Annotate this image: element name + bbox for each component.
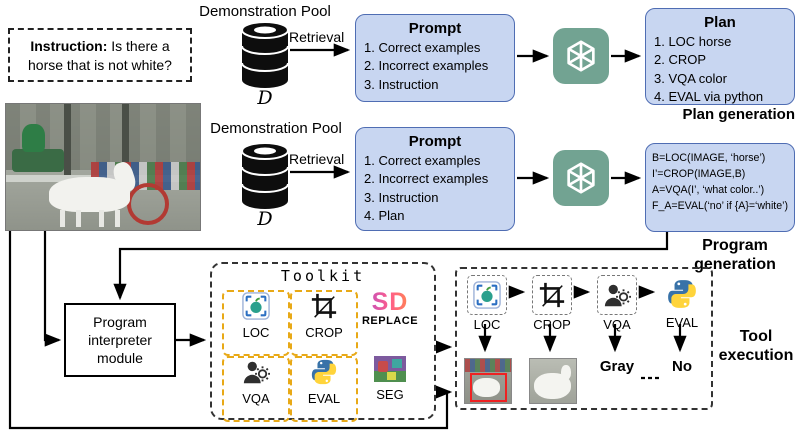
loc-icon (473, 281, 501, 309)
exec-step-eval: EVAL (659, 275, 705, 330)
instruction-text: Is there a horse that is not white? (28, 38, 172, 73)
toolkit-title: Toolkit (280, 267, 366, 285)
toolkit-tool-seg: SEG (358, 356, 422, 418)
program-line: I’=CROP(IMAGE,B) (652, 167, 746, 180)
toolkit-tool-eval: EVAL (290, 356, 358, 422)
toolkit-tool-vqa: VQA (222, 356, 290, 422)
program-line: F_A=EVAL(‘no’ if {A}=‘white’) (652, 199, 789, 212)
plan-item: 4. EVAL via python (654, 89, 764, 105)
prompt-title-1: Prompt (408, 20, 462, 37)
exec-step-crop: CROP (529, 275, 575, 332)
toolkit-tool-crop: CROP (290, 290, 358, 356)
program-line: B=LOC(IMAGE, ‘horse’) (652, 152, 766, 164)
eval-result-text: No (672, 358, 692, 375)
toolkit-label-replace: REPLACE (361, 315, 419, 327)
demo-pool-label-1: Demonstration Pool (199, 3, 331, 20)
loc-icon (242, 292, 270, 320)
exec-label-loc: LOC (473, 317, 501, 332)
openai-logo-icon (567, 40, 595, 72)
python-icon (311, 359, 337, 385)
crop-icon (539, 282, 565, 308)
plan-generation-caption: Plan generation (682, 106, 795, 123)
vqa-icon (604, 284, 631, 307)
openai-logo-icon (567, 162, 595, 194)
toolkit-label-seg: SEG (376, 387, 404, 402)
exec-step-loc: LOC (464, 275, 510, 332)
prompt-box-1: Prompt 1. Correct examples 2. Incorrect … (355, 14, 515, 102)
toolkit-label-eval: EVAL (307, 391, 341, 406)
toolkit-label-vqa: VQA (242, 391, 270, 406)
program-interpreter-module: Program interpreter module (64, 303, 176, 377)
crop-icon (311, 293, 337, 319)
exec-label-crop: CROP (533, 317, 571, 332)
demo-pool-label-2: Demonstration Pool (210, 120, 342, 137)
retrieval-label-1: Retrieval (289, 29, 345, 45)
crop-result-image (529, 358, 577, 404)
program-box: B=LOC(IMAGE, ‘horse’) I’=CROP(IMAGE,B) A… (645, 143, 795, 232)
exec-step-vqa: VQA (594, 275, 640, 332)
instruction-box: Instruction: Is there a horse that is no… (8, 28, 192, 82)
plan-item: 3. VQA color (654, 70, 727, 86)
instruction-label: Instruction: (30, 38, 108, 54)
tool-execution-box: LOC CROP (455, 267, 713, 410)
exec-label-vqa: VQA (603, 317, 631, 332)
plan-item: 1. LOC horse (654, 34, 732, 49)
plan-item: 2. CROP (654, 52, 707, 68)
input-image (5, 103, 201, 231)
prompt-box-2: Prompt 1. Correct examples 2. Incorrect … (355, 127, 515, 231)
plan-title: Plan (704, 14, 736, 31)
llm-box-1 (553, 28, 609, 84)
prompt-item: 2. Incorrect examples (364, 171, 489, 187)
vqa-icon (243, 361, 270, 384)
toolkit-label-loc: LOC (242, 325, 270, 340)
prompt-item: 1. Correct examples (364, 153, 481, 168)
segmentation-icon (374, 356, 406, 382)
python-icon (668, 280, 696, 308)
pool-symbol-2: D (257, 208, 273, 230)
prompt-item: 3. Instruction (364, 76, 439, 92)
toolkit-box: Toolkit LOC CROP SD REPLACE (210, 262, 436, 422)
database-icon-1 (240, 19, 290, 89)
toolkit-tool-replace: SD REPLACE (358, 290, 422, 352)
prompt-item: 4. Plan (364, 208, 405, 224)
exec-label-eval: EVAL (665, 315, 699, 330)
pool-symbol-1: D (257, 87, 273, 109)
llm-box-2 (553, 150, 609, 206)
stable-diffusion-logo: SD (358, 290, 422, 315)
prompt-title-2: Prompt (408, 133, 462, 150)
toolkit-label-crop: CROP (305, 325, 343, 340)
loc-result-image (464, 358, 512, 404)
tool-execution-caption: Tool execution (718, 328, 794, 364)
database-icon-2 (240, 140, 290, 210)
toolkit-tool-loc: LOC (222, 290, 290, 356)
vqa-result-text: Gray (599, 358, 635, 375)
prompt-item: 3. Instruction (364, 189, 439, 205)
prompt-item: 1. Correct examples (364, 40, 481, 55)
interpreter-label: Program interpreter module (88, 313, 152, 367)
plan-box: Plan 1. LOC horse 2. CROP 3. VQA color 4… (645, 8, 795, 105)
program-line: A=VQA(I’, ‘what color..’) (652, 183, 765, 196)
prompt-item: 2. Incorrect examples (364, 58, 489, 74)
program-generation-caption: Program generation (694, 237, 776, 273)
retrieval-label-2: Retrieval (289, 151, 345, 167)
